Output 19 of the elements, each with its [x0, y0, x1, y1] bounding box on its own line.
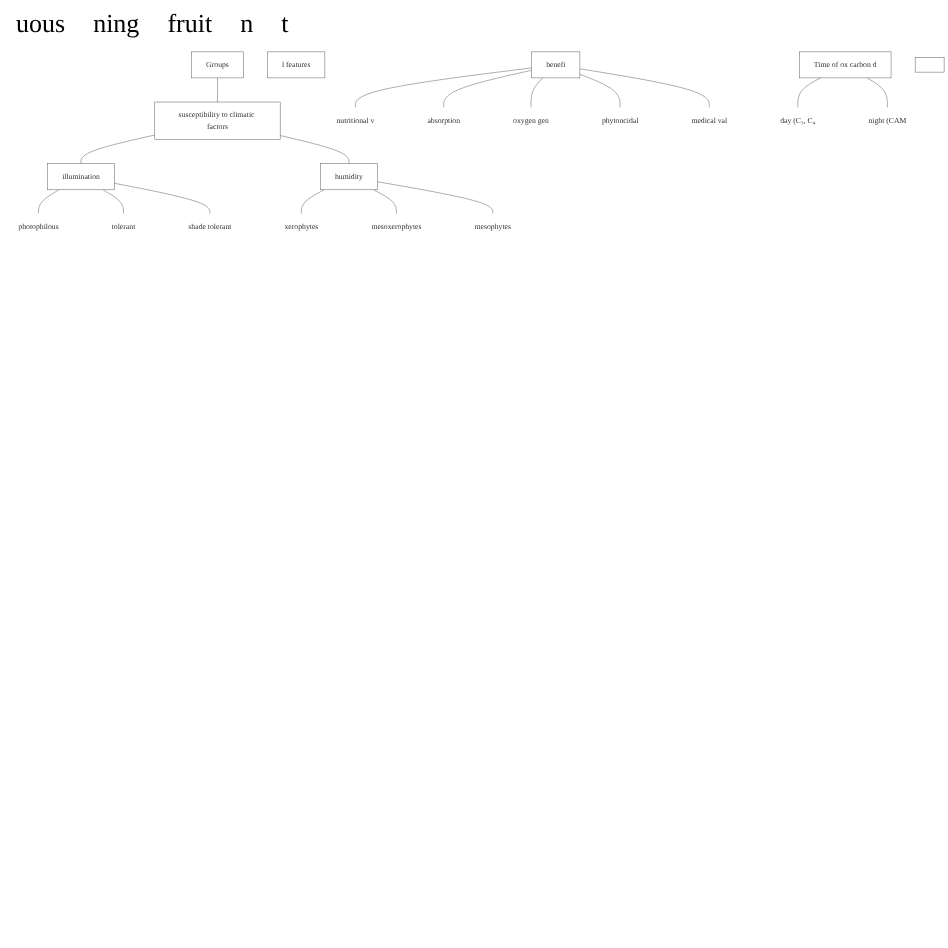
node-box [914, 57, 945, 73]
label-text: t [281, 8, 289, 40]
label-text: fruit [167, 8, 213, 40]
connector [301, 189, 325, 215]
connector [102, 189, 124, 215]
connector [114, 183, 211, 215]
connector [373, 189, 397, 215]
connector [80, 134, 156, 164]
connector [579, 74, 621, 109]
connector [355, 67, 532, 109]
connector [797, 77, 821, 109]
label-text: uous [16, 8, 66, 40]
label-text: ning [93, 8, 140, 40]
connector [443, 70, 532, 109]
connector [579, 68, 710, 109]
connector [279, 135, 350, 164]
label-text: n [240, 8, 254, 40]
connector [217, 77, 218, 103]
connector [377, 181, 494, 215]
